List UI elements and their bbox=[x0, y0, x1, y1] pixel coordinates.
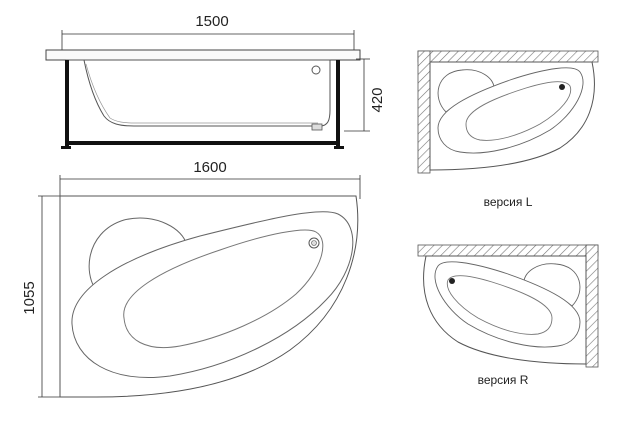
basin-inner-r bbox=[446, 275, 553, 335]
basin-inner-l bbox=[465, 81, 572, 141]
dimension-1600-label: 1600 bbox=[193, 159, 226, 176]
drain-top-inner bbox=[311, 240, 317, 246]
version-r-diagram: версия R bbox=[417, 244, 599, 387]
side-view: 1500 420 bbox=[45, 13, 386, 149]
tub-body-side bbox=[66, 59, 331, 127]
drain-r bbox=[449, 278, 455, 284]
wall-top-l bbox=[417, 50, 599, 63]
version-l-diagram: версия L bbox=[417, 50, 599, 209]
dimension-1500-label: 1500 bbox=[195, 13, 228, 30]
support-frame bbox=[61, 60, 344, 149]
tub-rim bbox=[45, 49, 361, 61]
overflow-side bbox=[311, 65, 321, 75]
version-l-label: версия L bbox=[484, 195, 533, 209]
drain-l bbox=[559, 84, 565, 90]
version-r-label: версия R bbox=[478, 373, 529, 387]
basin-inner-top bbox=[123, 229, 324, 348]
dimension-1500 bbox=[61, 30, 355, 52]
top-view: 1600 1055 bbox=[21, 159, 361, 398]
wall-top-r bbox=[417, 244, 599, 257]
tub-inner-line bbox=[85, 63, 318, 124]
wall-left-l bbox=[417, 50, 431, 174]
dimension-1055-label: 1055 bbox=[21, 281, 38, 314]
wall-right-r bbox=[585, 244, 599, 368]
dimension-420 bbox=[344, 58, 370, 132]
drain-side bbox=[311, 123, 323, 131]
dimension-1600 bbox=[59, 175, 361, 199]
dimension-420-label: 420 bbox=[369, 87, 386, 112]
